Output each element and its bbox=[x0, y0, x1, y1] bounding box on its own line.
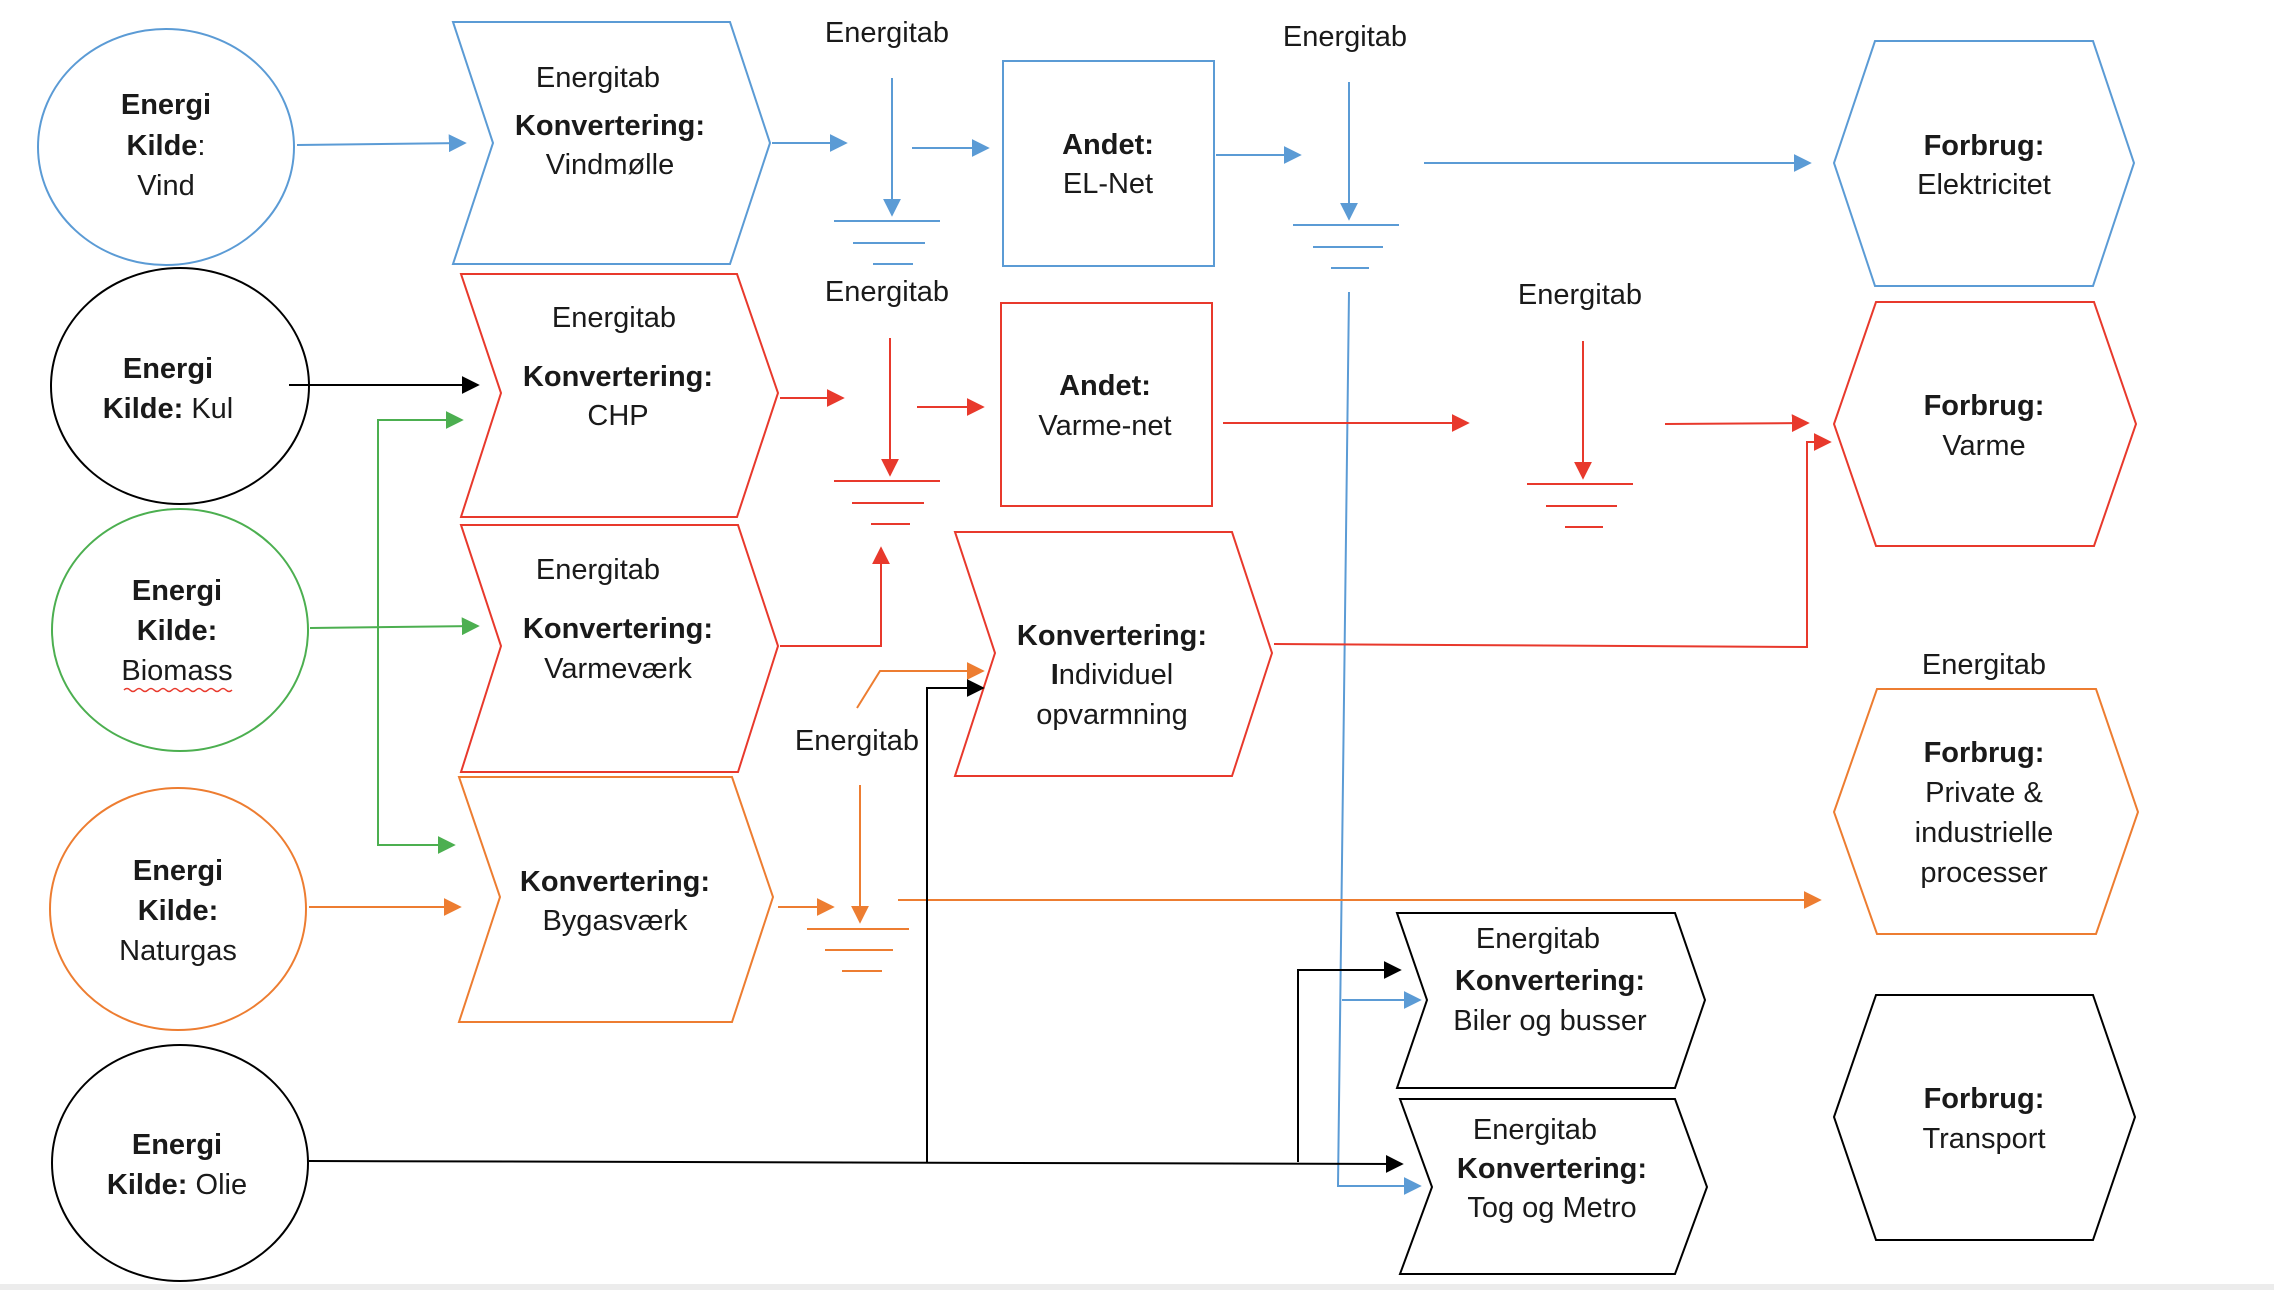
conversion-vindmolle: Energitab Konvertering: Vindmølle bbox=[451, 21, 772, 265]
svg-text:Energitab: Energitab bbox=[552, 302, 676, 334]
svg-text:Energitab: Energitab bbox=[1473, 1114, 1597, 1146]
source-naturgas: Energi Kilde: Naturgas bbox=[49, 787, 307, 1031]
svg-text:Biomass: Biomass bbox=[121, 655, 232, 687]
arrow-to-varme bbox=[1664, 414, 1810, 433]
consumption-elektricitet: Forbrug: Elektricitet bbox=[1832, 40, 2136, 287]
svg-text:Energitab: Energitab bbox=[536, 554, 660, 586]
svg-text:Kilde:: Kilde: bbox=[137, 615, 218, 647]
source-biomass: Energi Kilde: Biomass bbox=[51, 508, 309, 752]
svg-text:Kilde: Olie: Kilde: Olie bbox=[107, 1169, 247, 1201]
arrow-olie-to-tog bbox=[308, 1154, 1404, 1173]
arrow-gas-to-individuel bbox=[856, 662, 985, 709]
svg-text:Konvertering:: Konvertering: bbox=[520, 866, 710, 898]
svg-text:Energi: Energi bbox=[132, 575, 222, 607]
conversion-individuel: Konvertering: Individuel opvarmning bbox=[953, 531, 1274, 777]
svg-text:Kilde: Kul: Kilde: Kul bbox=[103, 393, 234, 425]
arrow-olie-to-individuel bbox=[926, 679, 985, 1162]
spellcheck-underline bbox=[123, 687, 233, 693]
loss-blue-2: Energitab bbox=[1283, 21, 1407, 269]
svg-text:CHP: CHP bbox=[587, 400, 648, 432]
page-bottom-rule bbox=[0, 1284, 2274, 1290]
svg-text:Andet:: Andet: bbox=[1059, 370, 1151, 402]
conversion-chp: Energitab Konvertering: CHP bbox=[459, 273, 780, 518]
svg-text:Varme-net: Varme-net bbox=[1038, 410, 1171, 442]
svg-text:Energitab: Energitab bbox=[1283, 21, 1407, 53]
flow-biomass bbox=[309, 411, 480, 854]
svg-text:Tog og Metro: Tog og Metro bbox=[1467, 1192, 1636, 1224]
svg-text:Naturgas: Naturgas bbox=[119, 935, 237, 967]
flow-gas bbox=[309, 662, 1822, 916]
consumption-processer: Energitab Forbrug: Private & industriell… bbox=[1832, 649, 2140, 935]
svg-text:Elektricitet: Elektricitet bbox=[1917, 169, 2051, 201]
consumption-varme: Forbrug: Varme bbox=[1832, 301, 2138, 547]
svg-text:opvarmning: opvarmning bbox=[1036, 699, 1188, 731]
arrow-el-to-tog bbox=[1336, 291, 1422, 1195]
loss-orange-1: Energitab bbox=[795, 725, 919, 972]
source-vind: Energi Kilde: Vind bbox=[37, 28, 295, 266]
arrow-olie-to-biler bbox=[1297, 961, 1402, 1162]
svg-text:Forbrug:: Forbrug: bbox=[1924, 130, 2045, 162]
loss-blue-1: Energitab bbox=[825, 17, 949, 265]
svg-text:EL-Net: EL-Net bbox=[1063, 168, 1153, 200]
svg-text:Energi: Energi bbox=[132, 1129, 222, 1161]
source-label: Energi bbox=[121, 89, 211, 121]
loss-red-1: Energitab bbox=[825, 276, 949, 525]
svg-text:Bygasværk: Bygasværk bbox=[542, 905, 688, 937]
svg-text:Forbrug:: Forbrug: bbox=[1924, 737, 2045, 769]
loss-red-2: Energitab bbox=[1518, 279, 1642, 528]
svg-text:Forbrug:: Forbrug: bbox=[1924, 390, 2045, 422]
conversion-tog: Energitab Konvertering: Tog og Metro bbox=[1398, 1098, 1709, 1275]
svg-text:Energitab: Energitab bbox=[1518, 279, 1642, 311]
svg-text:Konvertering:: Konvertering: bbox=[1017, 620, 1207, 652]
svg-text:Individuel: Individuel bbox=[1051, 659, 1174, 691]
flow-heat bbox=[780, 389, 1832, 649]
svg-text:Konvertering:: Konvertering: bbox=[515, 110, 705, 142]
conversion-biler: Energitab Konvertering: Biler og busser bbox=[1395, 912, 1707, 1089]
arrow-biomass-bus bbox=[377, 419, 462, 854]
arrow-biomass-to-varmevaerk bbox=[309, 617, 480, 636]
svg-text:Konvertering:: Konvertering: bbox=[1455, 965, 1645, 997]
svg-text:Forbrug:: Forbrug: bbox=[1924, 1083, 2045, 1115]
svg-text:Energitab: Energitab bbox=[536, 62, 660, 94]
svg-text:Private &: Private & bbox=[1925, 777, 2043, 809]
svg-text:Andet:: Andet: bbox=[1062, 129, 1154, 161]
svg-text:Energitab: Energitab bbox=[825, 276, 949, 308]
svg-text:Energitab: Energitab bbox=[795, 725, 919, 757]
svg-text:industrielle: industrielle bbox=[1915, 817, 2054, 849]
svg-text:Konvertering:: Konvertering: bbox=[523, 613, 713, 645]
svg-text:Konvertering:: Konvertering: bbox=[1457, 1153, 1647, 1185]
svg-text:Kilde:: Kilde: bbox=[127, 130, 206, 162]
source-kul: Energi Kilde: Kul bbox=[50, 267, 310, 505]
svg-text:Kilde:: Kilde: bbox=[138, 895, 219, 927]
svg-text:Vind: Vind bbox=[137, 170, 195, 202]
consumption-transport: Forbrug: Transport bbox=[1832, 994, 2137, 1241]
svg-text:Energitab: Energitab bbox=[1476, 923, 1600, 955]
svg-text:Energi: Energi bbox=[123, 353, 213, 385]
svg-text:Vindmølle: Vindmølle bbox=[546, 149, 674, 181]
arrow-individuel-to-varme bbox=[1273, 433, 1832, 649]
arrow-vind-to-vindmolle bbox=[296, 134, 467, 153]
svg-text:Biler og busser: Biler og busser bbox=[1453, 1005, 1647, 1037]
svg-text:processer: processer bbox=[1920, 857, 2048, 889]
svg-text:Konvertering:: Konvertering: bbox=[523, 361, 713, 393]
source-olie: Energi Kilde: Olie bbox=[51, 1044, 309, 1282]
svg-text:Energitab: Energitab bbox=[825, 17, 949, 49]
flow-electricity bbox=[296, 134, 1812, 1195]
svg-text:Energitab: Energitab bbox=[1922, 649, 2046, 681]
svg-text:Varmeværk: Varmeværk bbox=[544, 653, 692, 685]
arrow-varmevaerk-out bbox=[780, 546, 890, 647]
svg-text:Energi: Energi bbox=[133, 855, 223, 887]
svg-text:Varme: Varme bbox=[1942, 430, 2025, 462]
conversion-bygasvaerk: Konvertering: Bygasværk bbox=[457, 776, 775, 1023]
other-elnet: Andet: EL-Net bbox=[1002, 60, 1215, 267]
other-varmenet: Andet: Varme-net bbox=[1000, 302, 1213, 507]
conversion-varmevaerk: Energitab Konvertering: Varmeværk bbox=[459, 524, 780, 773]
svg-text:Transport: Transport bbox=[1922, 1123, 2045, 1155]
flow-coal-oil bbox=[289, 376, 1404, 1173]
